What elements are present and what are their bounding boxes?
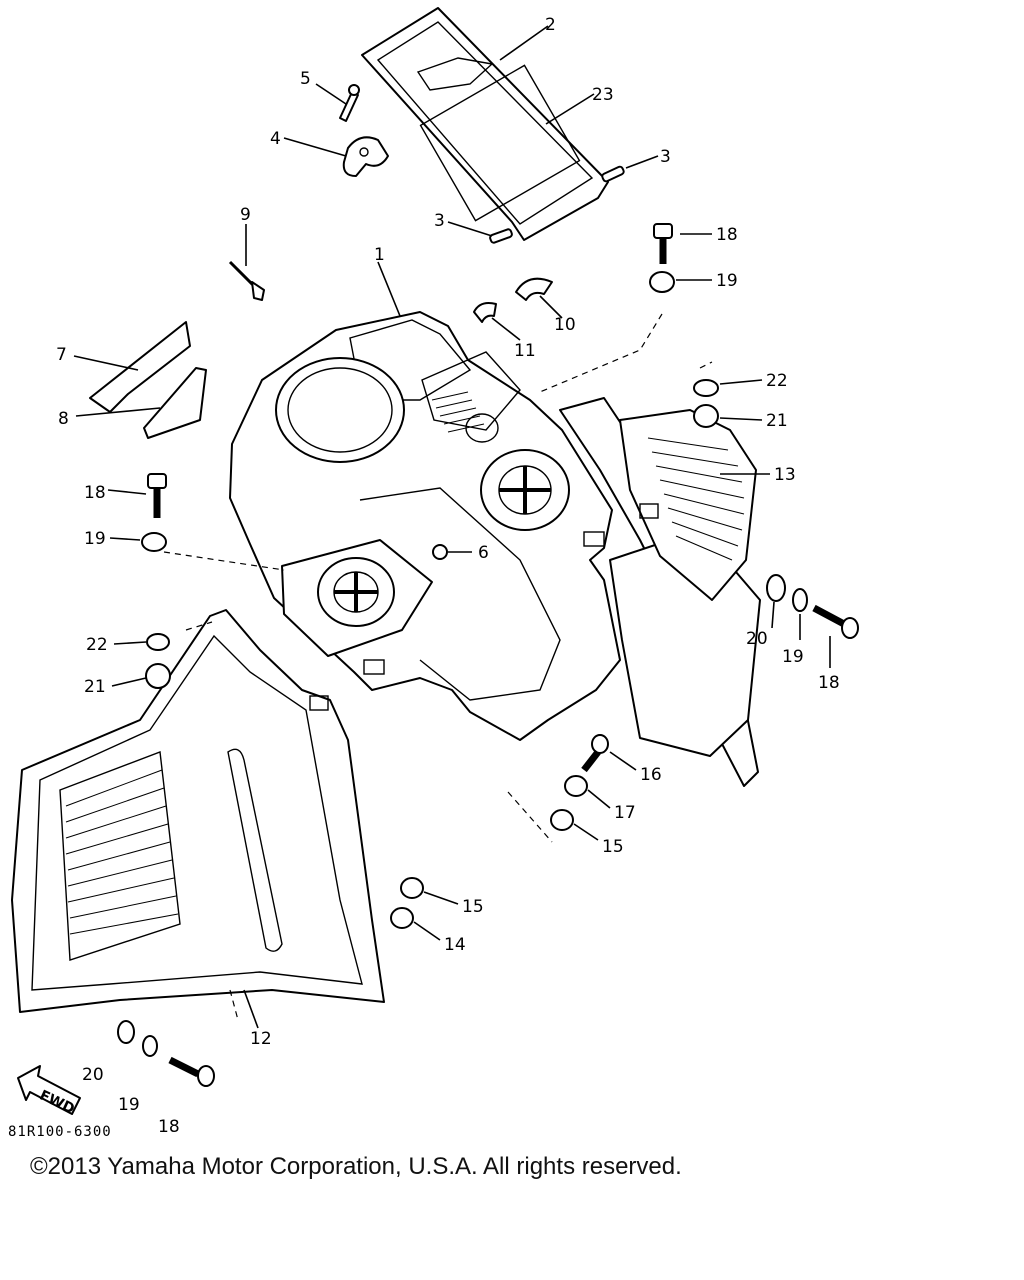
washer-20-bottom <box>117 1020 135 1044</box>
part-4-clip <box>342 136 389 177</box>
callout-5: 5 <box>300 69 311 89</box>
callout-15-upper: 15 <box>602 837 624 857</box>
callout-23: 23 <box>592 85 614 105</box>
washer-19-right <box>792 588 808 612</box>
callout-21-left: 21 <box>84 677 106 697</box>
callout-19-right: 19 <box>782 647 804 667</box>
collar-22-right <box>693 379 719 397</box>
callout-7: 7 <box>56 345 67 365</box>
fwd-arrow-icon: FWD <box>17 1065 81 1117</box>
callout-3-lower: 3 <box>434 211 445 231</box>
callout-19-upper-right: 19 <box>716 271 738 291</box>
assembly-lines <box>163 313 713 1021</box>
callout-14: 14 <box>444 935 466 955</box>
callout-18-right: 18 <box>818 673 840 693</box>
part-3-pin-lower <box>489 228 513 244</box>
callout-labels: 2 23 3 3 5 4 9 1 10 11 7 8 18 19 22 21 6… <box>56 15 840 1137</box>
callout-20-right: 20 <box>746 629 768 649</box>
callout-4: 4 <box>270 129 281 149</box>
callout-18-upper-right: 18 <box>716 225 738 245</box>
part-3-pin-upper <box>601 165 625 183</box>
part-12-left-cover <box>11 609 385 1013</box>
callout-17: 17 <box>614 803 636 823</box>
callout-10: 10 <box>554 315 576 335</box>
part-9-rivet <box>228 260 265 301</box>
callout-6: 6 <box>478 543 489 563</box>
bolt-16 <box>581 734 609 773</box>
callout-18-left: 18 <box>84 483 106 503</box>
leader-lines <box>73 25 831 1029</box>
part-1-front-body <box>229 311 621 741</box>
callout-15-lower: 15 <box>462 897 484 917</box>
bolt-18-upper-right <box>653 223 673 264</box>
copyright-notice: ©2013 Yamaha Motor Corporation, U.S.A. A… <box>30 1153 682 1180</box>
washer-15-lower <box>400 877 424 899</box>
bolt-18-left <box>147 473 167 518</box>
nut-17 <box>564 775 588 797</box>
washer-19-bottom <box>142 1035 158 1057</box>
callout-22-left: 22 <box>86 635 108 655</box>
callout-19-bottom: 19 <box>118 1095 140 1115</box>
part-10-grommet <box>515 277 553 301</box>
washer-20-right <box>766 574 786 602</box>
part-11-grommet <box>473 302 497 323</box>
callout-12: 12 <box>250 1029 272 1049</box>
nut-21-right <box>693 404 719 428</box>
callout-20-bottom: 20 <box>82 1065 104 1085</box>
part-2-top-cover <box>361 7 609 241</box>
callout-2: 2 <box>545 15 556 35</box>
callout-11: 11 <box>514 341 536 361</box>
part-8-bracket <box>143 367 207 439</box>
callout-1: 1 <box>374 245 385 265</box>
callout-18-bottom: 18 <box>158 1117 180 1137</box>
callout-13: 13 <box>774 465 796 485</box>
drawing-code: 81R100-6300 <box>8 1124 112 1140</box>
callout-19-left: 19 <box>84 529 106 549</box>
bolt-18-bottom <box>168 1056 215 1087</box>
part-5-rivet <box>339 84 360 122</box>
callout-22-right: 22 <box>766 371 788 391</box>
bolt-18-right <box>812 604 859 639</box>
callout-21-right: 21 <box>766 411 788 431</box>
callout-16: 16 <box>640 765 662 785</box>
part-7-bracket <box>89 321 191 413</box>
washer-19-left <box>141 532 167 552</box>
nut-14 <box>390 907 414 929</box>
collar-22-left <box>146 633 170 651</box>
part-13-right-cover <box>559 397 761 787</box>
nut-21-left <box>145 663 171 689</box>
washer-19-upper-right <box>649 271 675 293</box>
washer-15-upper <box>550 809 574 831</box>
callout-8: 8 <box>58 409 69 429</box>
callout-3-upper: 3 <box>660 147 671 167</box>
callout-9: 9 <box>240 205 251 225</box>
